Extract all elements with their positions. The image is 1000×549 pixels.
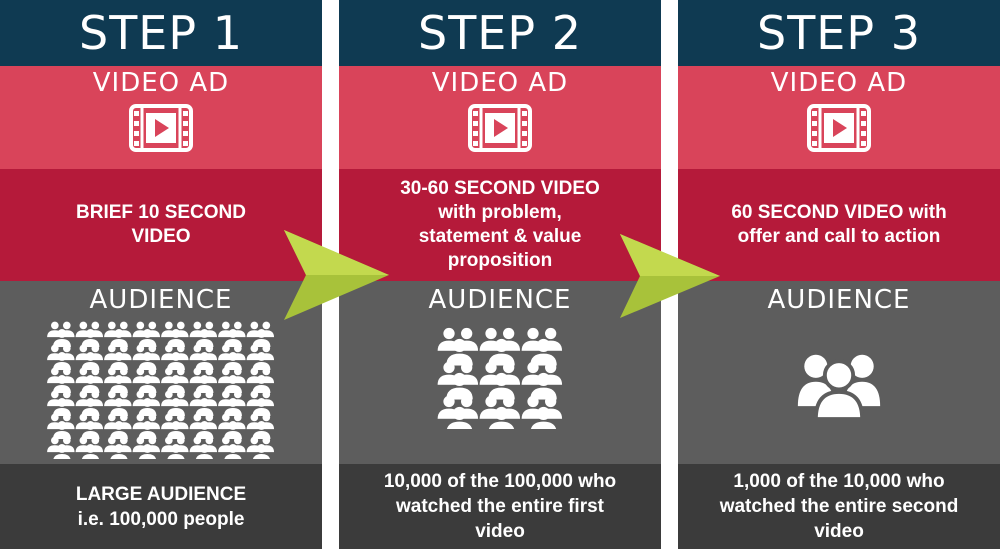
people-group-icon [437,327,563,429]
video-film-icon [807,104,871,152]
person-group-icon [47,436,75,459]
person-group-icon [161,344,189,371]
person-group-icon [104,413,132,440]
person-group-icon [218,413,246,440]
person-group-icon [189,367,218,394]
person-group-icon [132,367,161,394]
video-ad-label: VIDEO AD [431,68,569,98]
video-ad-label: VIDEO AD [770,68,908,98]
person-group-icon [479,361,521,400]
person-group-icon [104,367,132,394]
person-group-icon [218,344,246,371]
arrow-right-icon [620,234,720,318]
person-group-icon [161,367,189,394]
person-group-icon [246,321,275,348]
person-group-icon [104,344,132,371]
person-group-icon [521,327,563,366]
video-description: 60 SECOND VIDEO with offer and call to a… [678,169,1000,281]
audience-description: 10,000 of the 100,000 who watched the en… [339,464,661,549]
person-group-icon [246,413,275,440]
person-group-icon [132,436,161,459]
person-group-icon [437,395,479,429]
person-group-icon [437,327,479,366]
person-group-icon [218,436,246,459]
people-group-icon [796,347,882,419]
person-group-icon [437,361,479,400]
person-group-icon [246,344,275,371]
person-group-icon [47,321,75,348]
arrow-right-icon [284,230,389,320]
person-group-icon [47,413,75,440]
step-title: STEP 3 [678,0,1000,66]
person-group-icon [521,395,563,429]
audience-label: AUDIENCE [428,285,572,315]
person-group-icon [218,367,246,394]
person-group-icon [479,327,521,366]
person-group-icon [161,390,189,417]
person-group-icon [75,436,104,459]
video-description: BRIEF 10 SECOND VIDEO [0,169,322,281]
video-description-text: 60 SECOND VIDEO with offer and call to a… [731,202,947,247]
person-group-icon [75,367,104,394]
video-ad-header: VIDEO AD [339,66,661,169]
person-group-icon [75,321,104,348]
video-description-text: 30-60 SECOND VIDEO with problem, stateme… [400,178,600,271]
person-group-icon [246,436,275,459]
person-group-icon [75,413,104,440]
step-column-1: STEP 1 VIDEO AD BRIEF 10 SECOND VIDEO AU… [0,0,322,549]
person-group-icon [75,390,104,417]
audience-description-text: 10,000 of the 100,000 who watched the en… [383,471,617,542]
step-title: STEP 2 [339,0,661,66]
audience-description-text: LARGE AUDIENCE i.e. 100,000 people [75,483,247,530]
person-group-icon [479,395,521,429]
video-description: 30-60 SECOND VIDEO with problem, stateme… [339,169,661,281]
video-ad-header: VIDEO AD [0,66,322,169]
audience-header: AUDIENCE [0,281,322,464]
person-group-icon [218,390,246,417]
person-group-icon [189,413,218,440]
person-group-icon [104,321,132,348]
person-group-icon [161,436,189,459]
person-group-icon [189,344,218,371]
person-group-icon [47,390,75,417]
video-film-icon [129,104,193,152]
audience-header: AUDIENCE [339,281,661,464]
person-group-icon [75,344,104,371]
person-group-icon [132,344,161,371]
person-group-icon [161,413,189,440]
audience-description: 1,000 of the 10,000 who watched the enti… [678,464,1000,549]
step-title: STEP 1 [0,0,322,66]
audience-label: AUDIENCE [89,285,233,315]
video-description-text: BRIEF 10 SECOND VIDEO [76,202,246,247]
audience-description-text: 1,000 of the 10,000 who watched the enti… [719,471,959,542]
person-group-icon [132,413,161,440]
video-ad-header: VIDEO AD [678,66,1000,169]
person-group-icon [104,390,132,417]
person-group-icon [189,390,218,417]
step-column-3: STEP 3 VIDEO AD 60 SECOND VIDEO with off… [678,0,1000,549]
person-group-icon [189,436,218,459]
person-group-icon [521,361,563,400]
step-column-2: STEP 2 VIDEO AD 30-60 SECOND VIDEO with … [339,0,661,549]
person-group-icon [132,321,161,348]
person-group-icon [246,390,275,417]
person-group-icon [104,436,132,459]
person-group-icon [246,367,275,394]
person-group-icon [218,321,246,348]
audience-header: AUDIENCE [678,281,1000,464]
person-group-icon [132,390,161,417]
person-group-icon [47,367,75,394]
audience-label: AUDIENCE [767,285,911,315]
video-film-icon [468,104,532,152]
person-group-icon [161,321,189,348]
person-group-icon [189,321,218,348]
audience-description: LARGE AUDIENCE i.e. 100,000 people [0,464,322,549]
people-group-icon [47,321,275,459]
person-group-icon [47,344,75,371]
video-ad-label: VIDEO AD [92,68,230,98]
